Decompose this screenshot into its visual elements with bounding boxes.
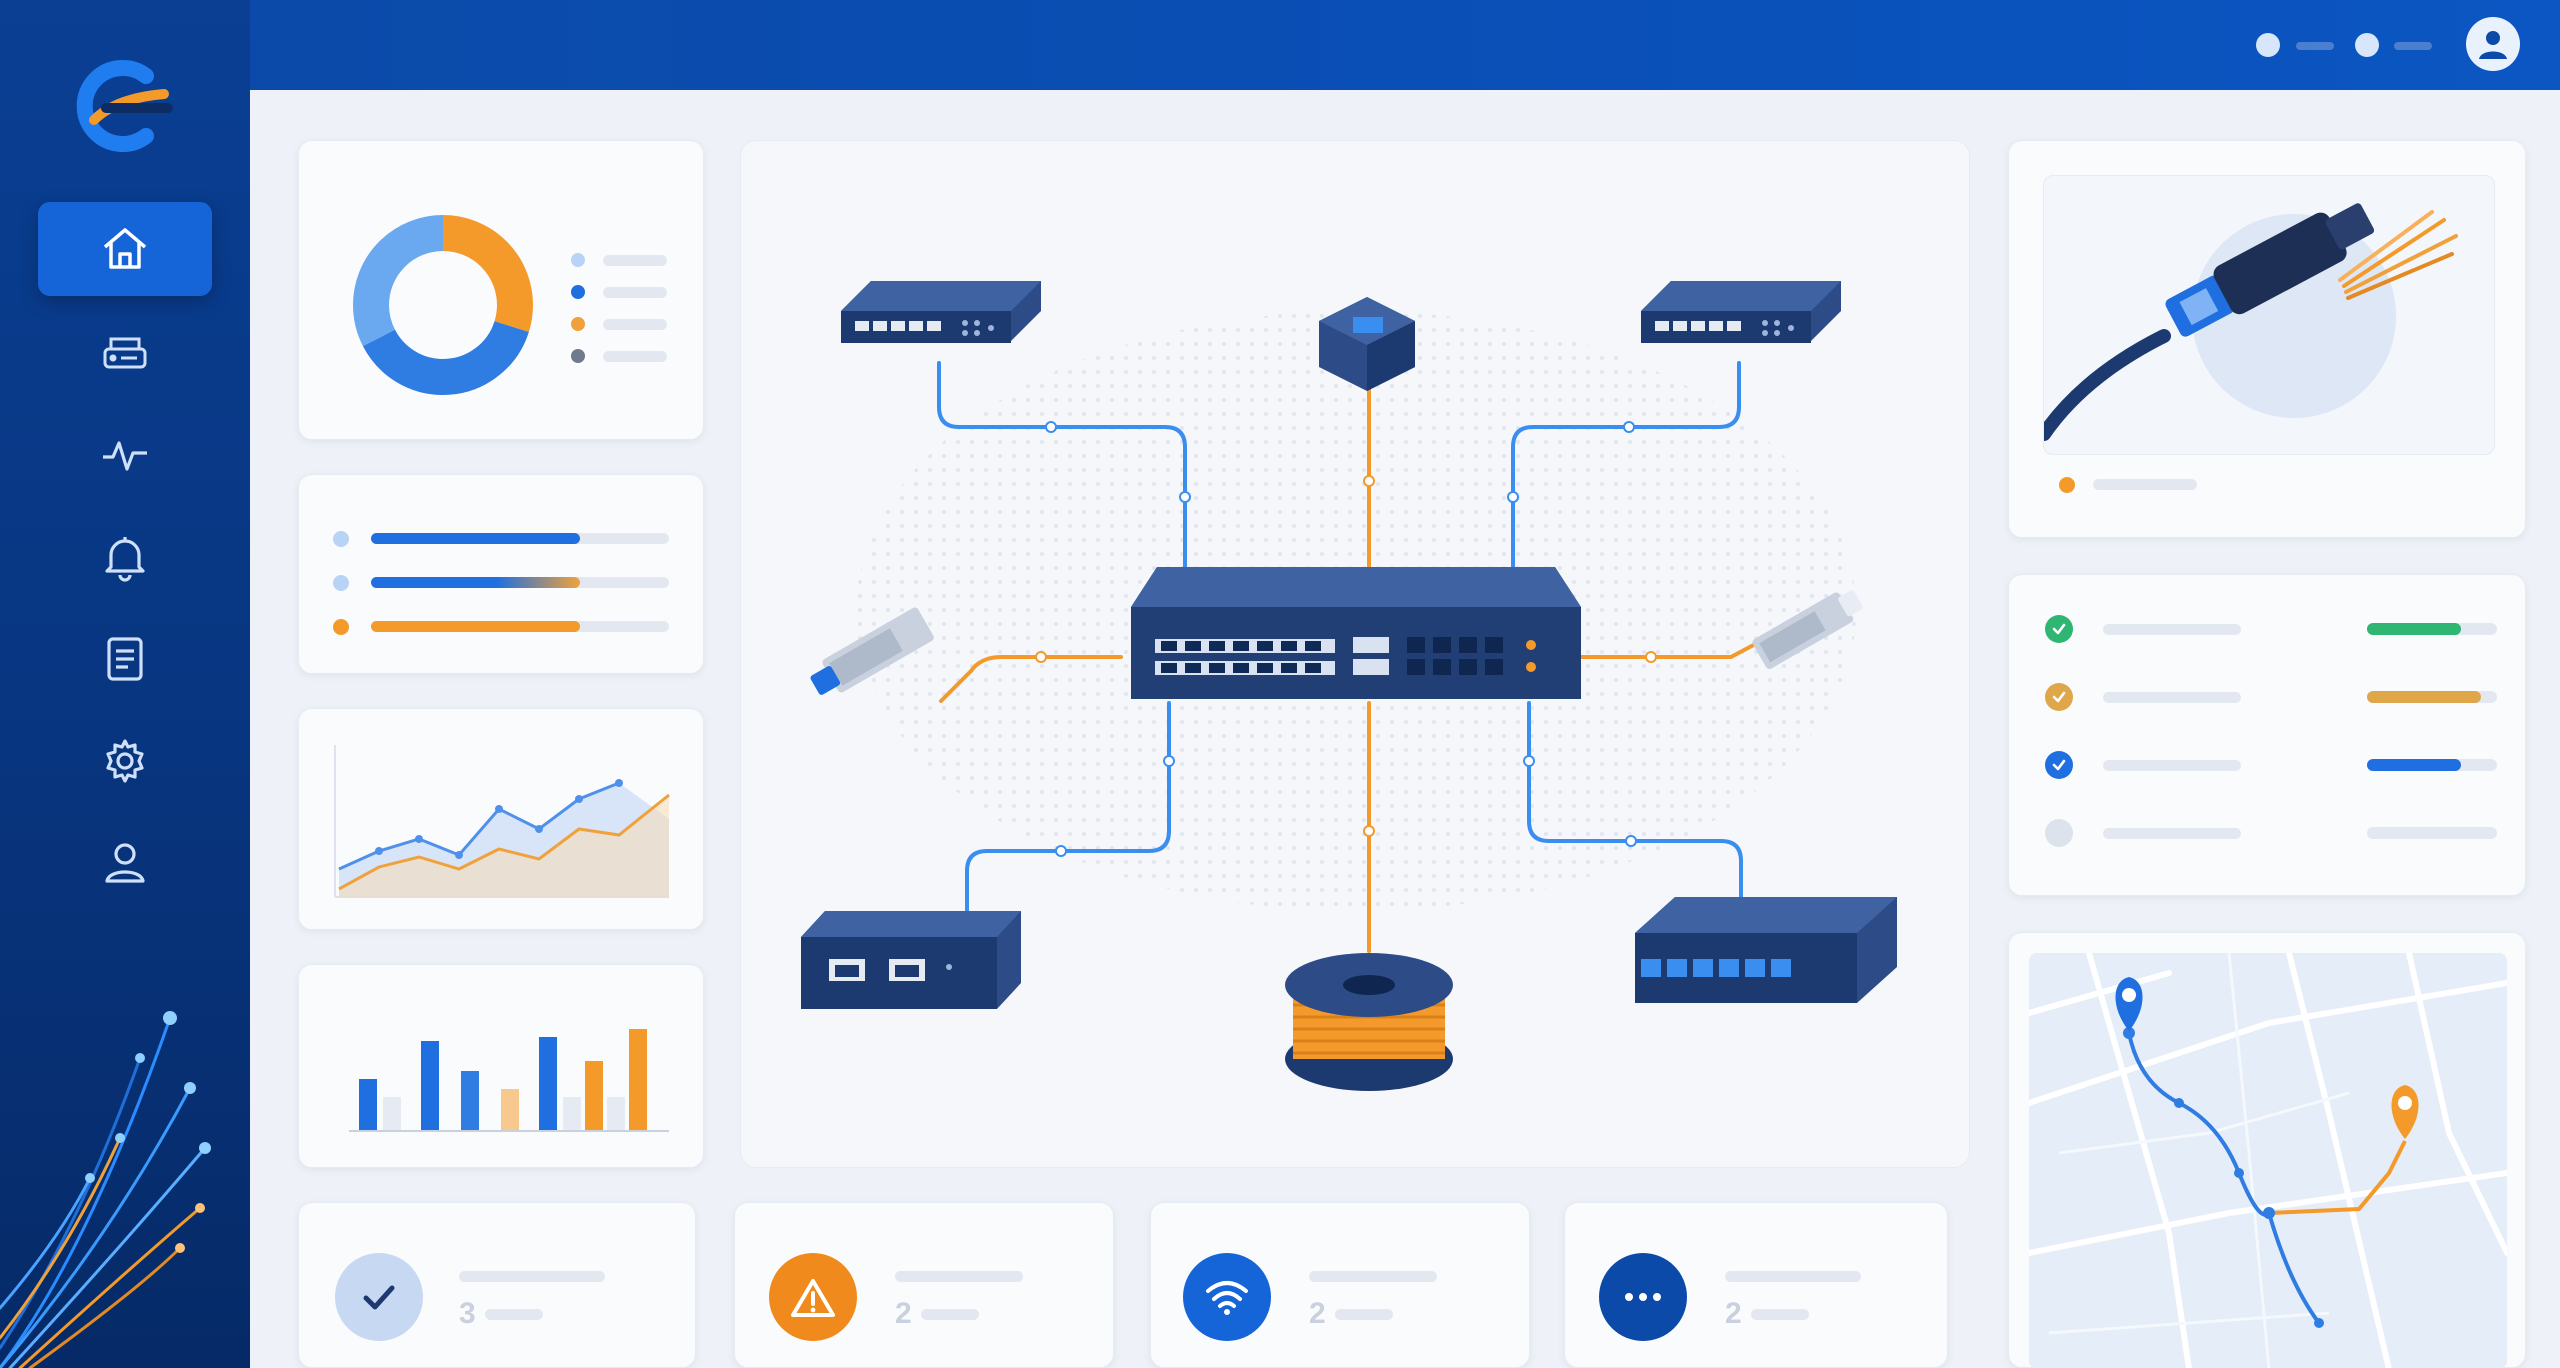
row-level-fill xyxy=(2367,691,2481,703)
nav-alerts[interactable] xyxy=(38,510,212,604)
router-icon xyxy=(103,337,147,369)
nav-activity[interactable] xyxy=(38,408,212,502)
check-icon xyxy=(2045,683,2073,711)
status-card-warning[interactable]: 2 xyxy=(734,1202,1114,1368)
status-dot xyxy=(2059,477,2075,493)
row-label-placeholder xyxy=(2103,692,2241,703)
patch-panel xyxy=(1635,897,1897,1003)
legend-placeholder xyxy=(603,255,667,266)
line-chart-card xyxy=(298,708,704,930)
bar-chart-card xyxy=(298,964,704,1168)
status-count: 2 xyxy=(1725,1297,1742,1330)
media-converter xyxy=(801,911,1021,1009)
sfp-module xyxy=(810,607,934,695)
connector-image xyxy=(2037,175,2495,455)
circle-icon xyxy=(2045,819,2073,847)
status-count: 2 xyxy=(895,1297,912,1330)
check-icon xyxy=(2045,751,2073,779)
progress-dot xyxy=(333,575,349,591)
logo-icon xyxy=(76,60,173,152)
row-level-fill xyxy=(2367,759,2461,771)
row-level-track xyxy=(2367,827,2497,839)
core-switch xyxy=(1131,567,1581,699)
indicator-dot xyxy=(2355,33,2379,57)
donut-chart xyxy=(353,215,533,395)
progress-dot xyxy=(333,619,349,635)
legend-dot xyxy=(571,253,585,267)
progress-fill xyxy=(371,577,580,588)
row-label-placeholder xyxy=(2103,828,2241,839)
more-icon xyxy=(1599,1253,1687,1341)
row-label-placeholder xyxy=(2103,760,2241,771)
donut-chart-card xyxy=(298,140,704,440)
fiber-optic-decoration xyxy=(0,1011,211,1368)
nav-reports[interactable] xyxy=(38,612,212,706)
transceiver-cube xyxy=(1319,297,1415,391)
top-bar xyxy=(250,0,2560,90)
avatar[interactable] xyxy=(2466,17,2520,71)
fiber-spool xyxy=(1285,953,1453,1091)
legend-dot xyxy=(571,285,585,299)
sidebar xyxy=(0,0,250,1368)
switch-device xyxy=(841,281,1041,343)
network-diagram-panel xyxy=(740,140,1970,1168)
caption-placeholder xyxy=(2093,479,2197,490)
status-title-placeholder xyxy=(1725,1271,1861,1282)
line-chart xyxy=(334,745,670,898)
destination-pin-icon xyxy=(2391,1085,2419,1139)
status-subtitle-placeholder xyxy=(485,1309,543,1320)
row-level-fill xyxy=(2367,623,2461,635)
legend-placeholder xyxy=(603,287,667,298)
progress-fill xyxy=(371,621,580,632)
progress-card xyxy=(298,474,704,674)
nav-profile[interactable] xyxy=(38,816,212,910)
status-card-wifi[interactable]: 2 xyxy=(1150,1202,1530,1368)
legend-placeholder xyxy=(603,319,667,330)
check-icon xyxy=(2045,615,2073,643)
status-subtitle-placeholder xyxy=(921,1309,979,1320)
gear-icon xyxy=(106,739,144,783)
status-subtitle-placeholder xyxy=(1335,1309,1393,1320)
route-map xyxy=(2029,953,2507,1368)
pulse-icon xyxy=(103,441,147,471)
device-status-card xyxy=(2008,574,2526,896)
indicator-dash xyxy=(2394,42,2432,50)
warning-icon xyxy=(769,1253,857,1341)
fiber-connector-card xyxy=(2008,140,2526,538)
switch-device xyxy=(1641,281,1841,343)
start-pin-icon xyxy=(2115,977,2143,1031)
nav-devices[interactable] xyxy=(38,306,212,400)
route-map-card xyxy=(2008,932,2526,1368)
nav-home[interactable] xyxy=(38,202,212,296)
network-topology xyxy=(801,281,1897,1091)
home-icon xyxy=(103,228,147,269)
user-icon xyxy=(105,843,145,883)
legend-dot xyxy=(571,349,585,363)
status-title-placeholder xyxy=(1309,1271,1437,1282)
status-title-placeholder xyxy=(895,1271,1023,1282)
indicator-dot xyxy=(2256,33,2280,57)
wifi-icon xyxy=(1183,1253,1271,1341)
legend-dot xyxy=(571,317,585,331)
status-count: 3 xyxy=(459,1297,476,1330)
status-card-more[interactable]: 2 xyxy=(1564,1202,1948,1368)
document-icon xyxy=(107,637,143,681)
bell-icon xyxy=(105,537,145,582)
status-count: 2 xyxy=(1309,1297,1326,1330)
bar-chart xyxy=(349,1029,669,1132)
status-subtitle-placeholder xyxy=(1751,1309,1809,1320)
user-icon xyxy=(2479,31,2507,59)
fiber-connector-illustration xyxy=(2037,203,2458,441)
nav-settings[interactable] xyxy=(38,714,212,808)
status-title-placeholder xyxy=(459,1271,605,1282)
indicator-dash xyxy=(2296,42,2334,50)
check-icon xyxy=(335,1253,423,1341)
status-card-ok[interactable]: 3 xyxy=(298,1202,696,1368)
progress-fill xyxy=(371,533,580,544)
sfp-module xyxy=(1752,590,1863,669)
progress-dot xyxy=(333,531,349,547)
legend-placeholder xyxy=(603,351,667,362)
row-label-placeholder xyxy=(2103,624,2241,635)
